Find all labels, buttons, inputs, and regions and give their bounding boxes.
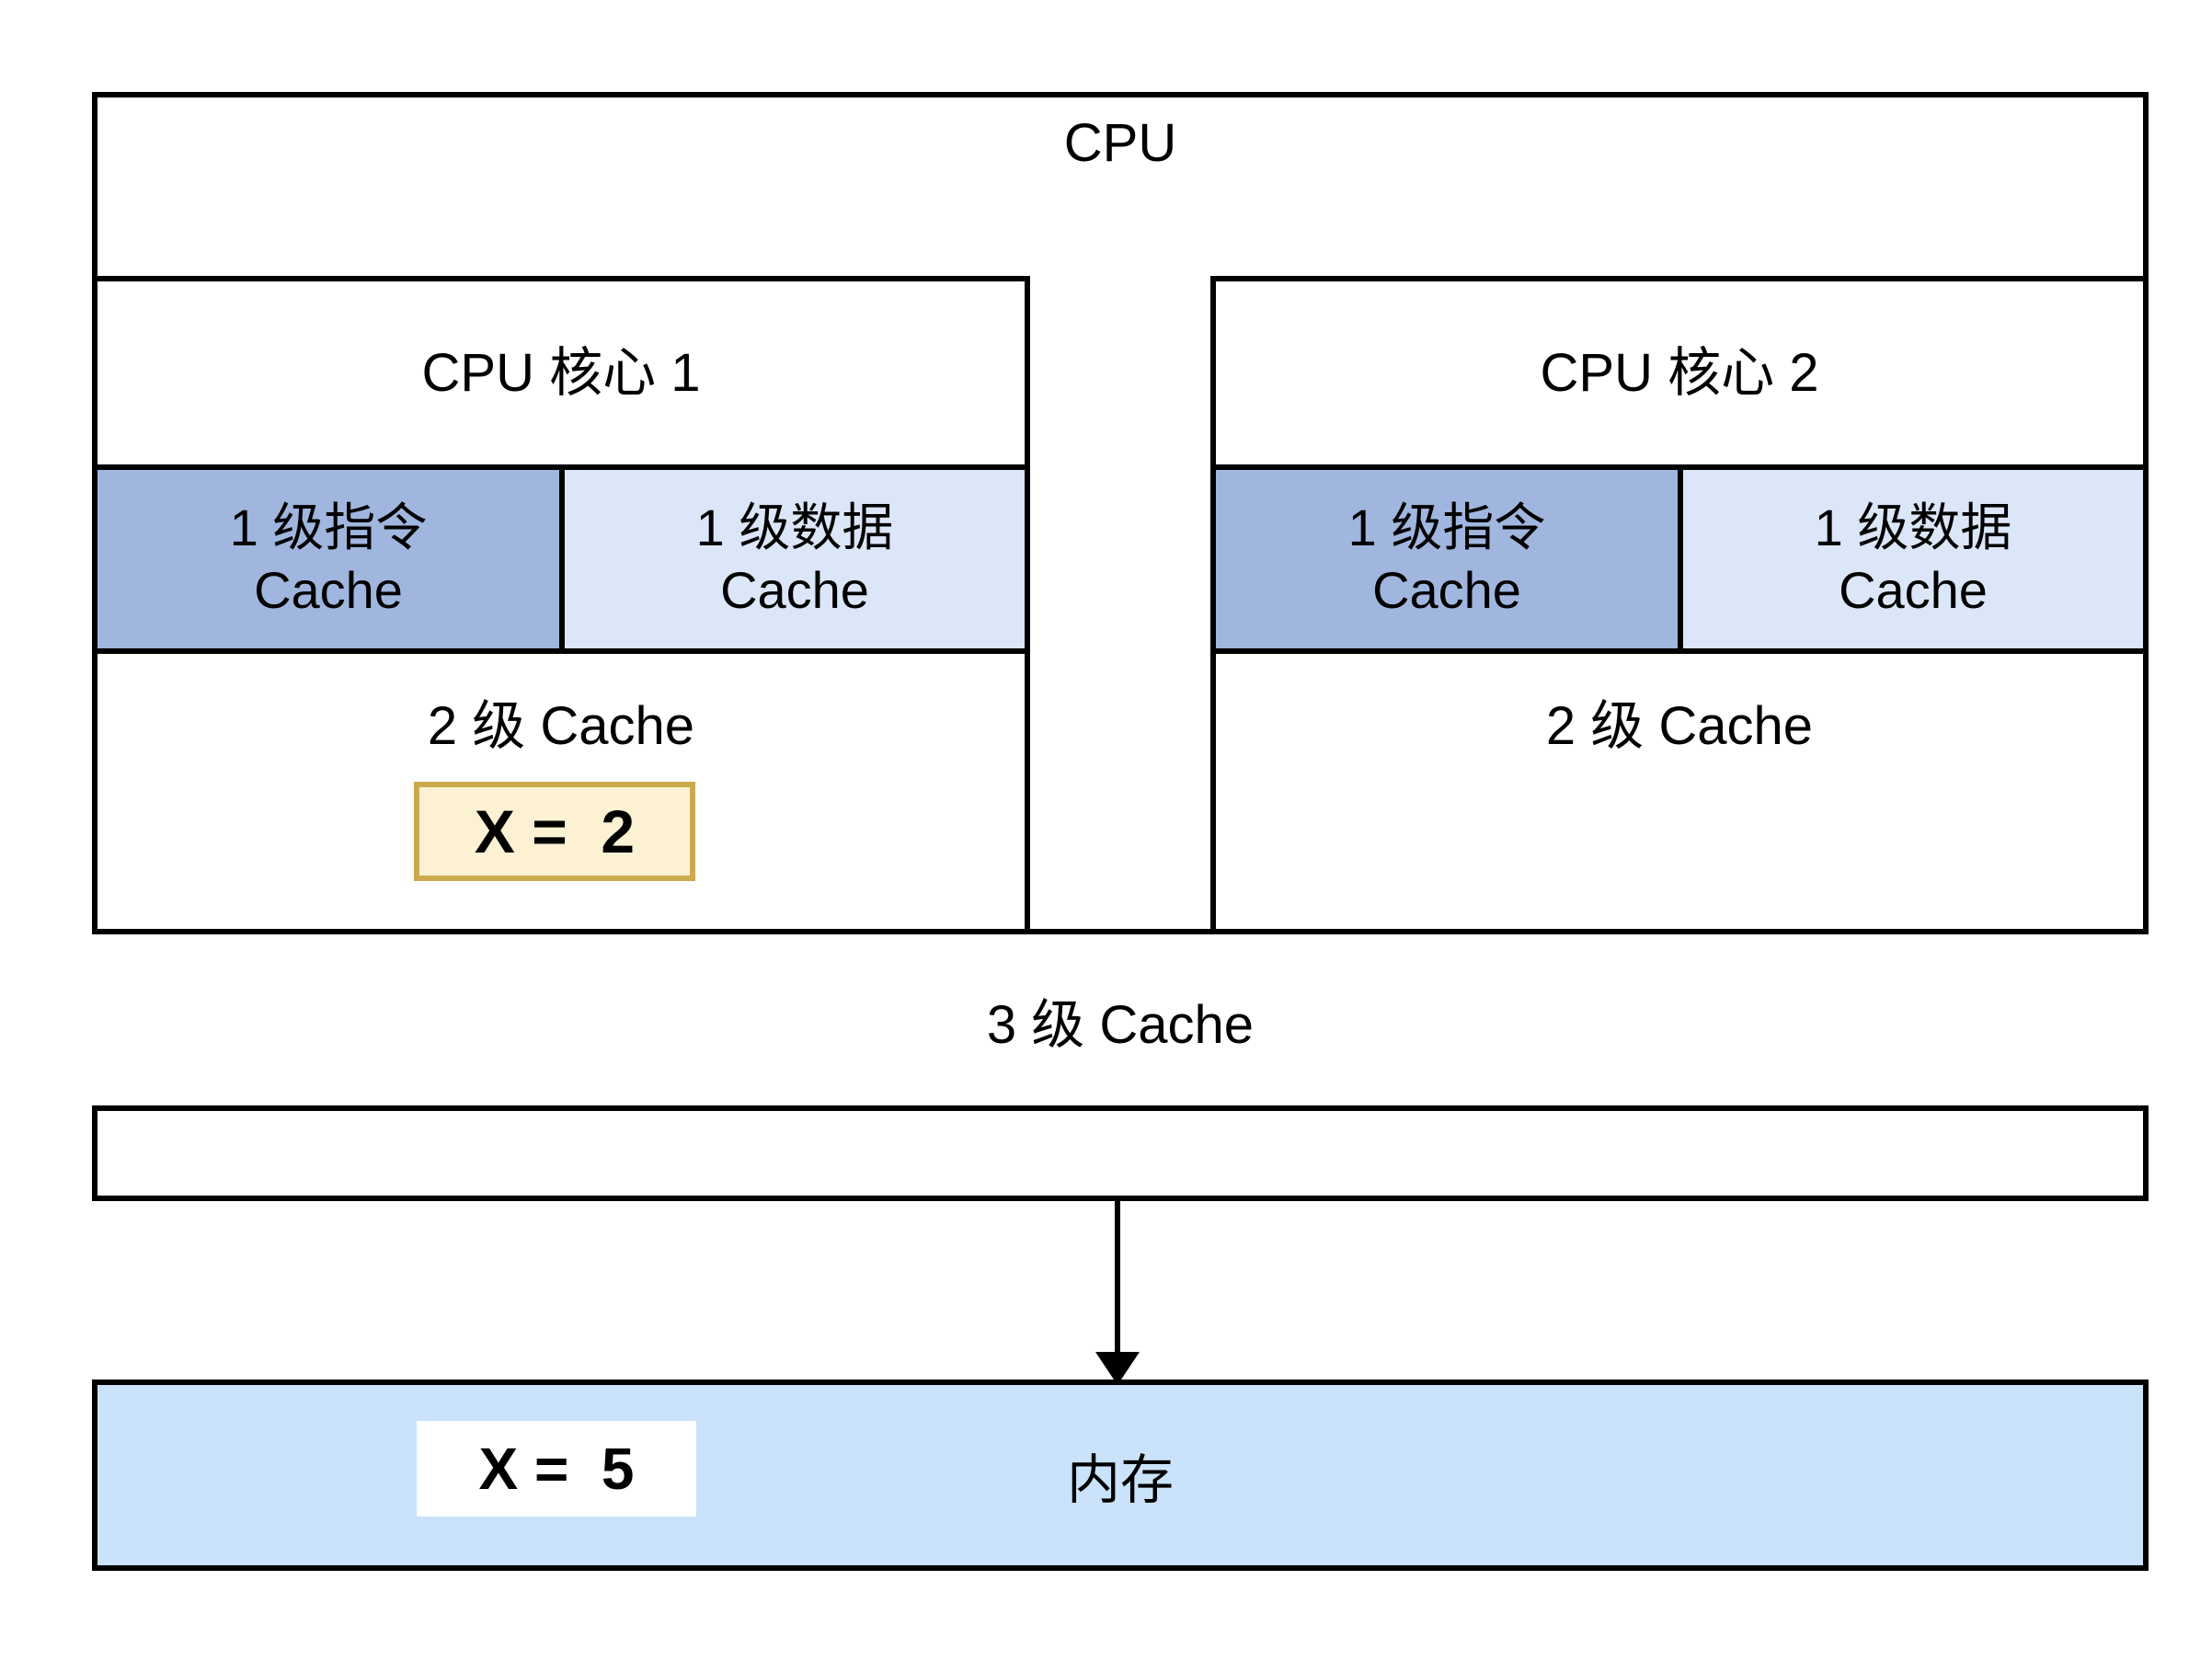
core2-l1-instruction-cache: 1 级指令 Cache (1210, 464, 1683, 654)
core2-l1-instruction-line1: 1 级指令 (1347, 498, 1546, 556)
core2-l2-cache-label: 2 级 Cache (1545, 696, 1814, 756)
cpu-label: CPU (1063, 112, 1177, 173)
core2-l1-data-line2: Cache (1839, 561, 1988, 619)
cpu-core-1-title: CPU 核心 1 (421, 343, 701, 403)
core1-l1-instruction-line2: Cache (254, 561, 403, 619)
cpu-to-memory-arrow-line (1115, 1201, 1120, 1354)
memory-value-box: X = 5 (417, 1421, 696, 1517)
core2-l1-data-cache: 1 级数据 Cache (1678, 464, 2149, 654)
cpu-core-2-title: CPU 核心 2 (1540, 343, 1819, 403)
memory-label: 内存 (1066, 1450, 1174, 1510)
l3-cache-row: 3 级 Cache (92, 929, 2149, 1111)
core2-l1-instruction-line2: Cache (1372, 561, 1521, 619)
core1-l1-instruction-line1: 1 级指令 (229, 498, 428, 556)
core1-l2-cache-label: 2 级 Cache (427, 696, 695, 756)
core1-l1-data-cache: 1 级数据 Cache (559, 464, 1030, 654)
core1-l1-data-line1: 1 级数据 (695, 498, 894, 556)
core1-l1-data-line2: Cache (720, 561, 869, 619)
core2-l1-data-line1: 1 级数据 (1814, 498, 2012, 556)
core1-l2-cached-value-box: X = 2 (414, 782, 695, 881)
core1-l1-instruction-cache: 1 级指令 Cache (92, 464, 565, 654)
